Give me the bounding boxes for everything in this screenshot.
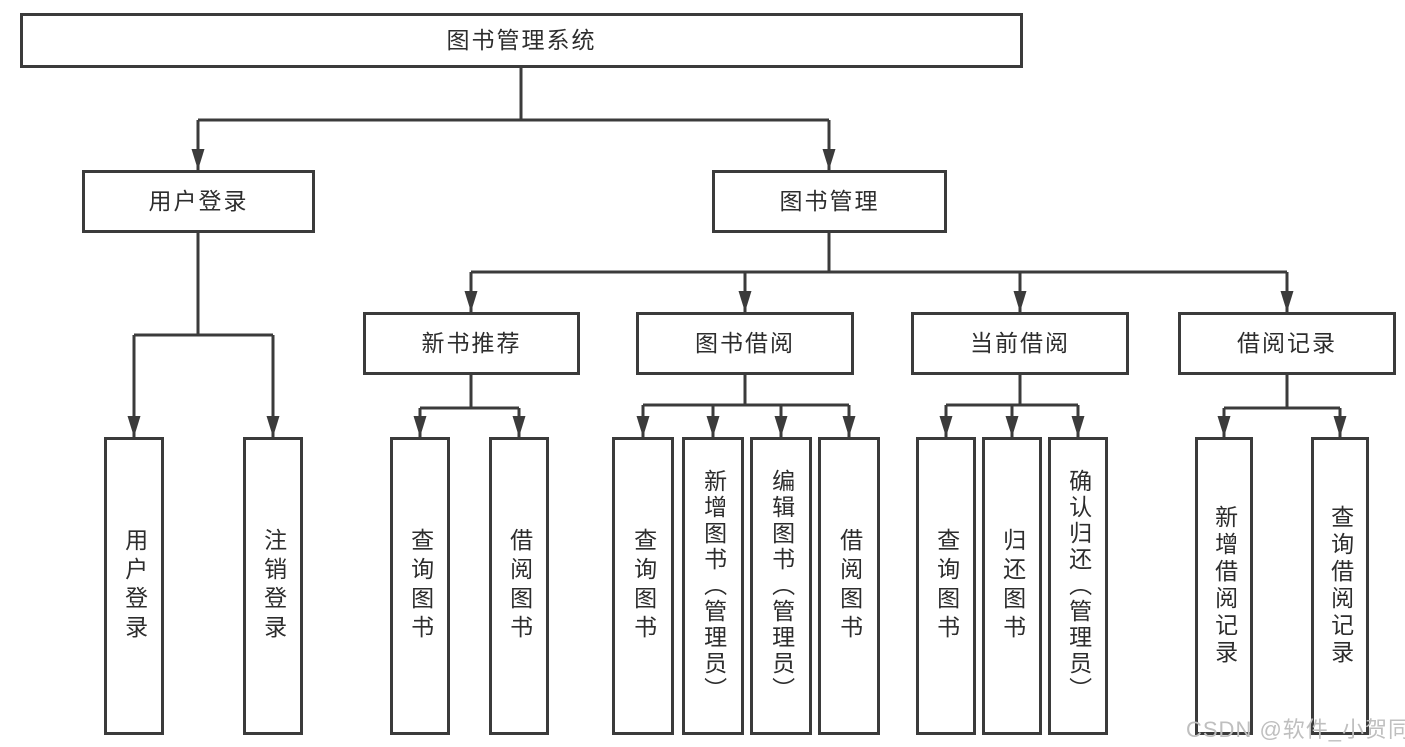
node-user-login: 用户登录	[82, 170, 315, 233]
leaf-records-add-record: 新增借阅记录	[1195, 437, 1253, 735]
leaf-current-query-books: 查询图书	[916, 437, 976, 735]
leaf-user-login: 用户登录	[104, 437, 164, 735]
node-book-borrow: 图书借阅	[636, 312, 854, 375]
leaf-borrow-edit-books-admin: 编辑图书（管理员）	[750, 437, 812, 735]
leaf-borrow-add-books-admin: 新增图书（管理员）	[682, 437, 744, 735]
node-book-management: 图书管理	[712, 170, 947, 233]
csdn-watermark: CSDN @软件_小贺同学	[1186, 717, 1405, 742]
node-new-book-recommend: 新书推荐	[363, 312, 580, 375]
node-current-borrow: 当前借阅	[911, 312, 1129, 375]
leaf-borrow-borrow-books: 借阅图书	[818, 437, 880, 735]
leaf-recommend-borrow-books: 借阅图书	[489, 437, 549, 735]
leaf-current-confirm-return-admin: 确认归还（管理员）	[1048, 437, 1108, 735]
leaf-borrow-query-books: 查询图书	[612, 437, 674, 735]
leaf-recommend-query-books: 查询图书	[390, 437, 450, 735]
node-borrow-records: 借阅记录	[1178, 312, 1396, 375]
node-library-management-system: 图书管理系统	[20, 13, 1023, 68]
leaf-current-return-books: 归还图书	[982, 437, 1042, 735]
connector-trunk-lines	[134, 68, 1340, 410]
leaf-records-query-record: 查询借阅记录	[1311, 437, 1369, 735]
leaf-logout: 注销登录	[243, 437, 303, 735]
connector-arrows	[127, 120, 1347, 437]
